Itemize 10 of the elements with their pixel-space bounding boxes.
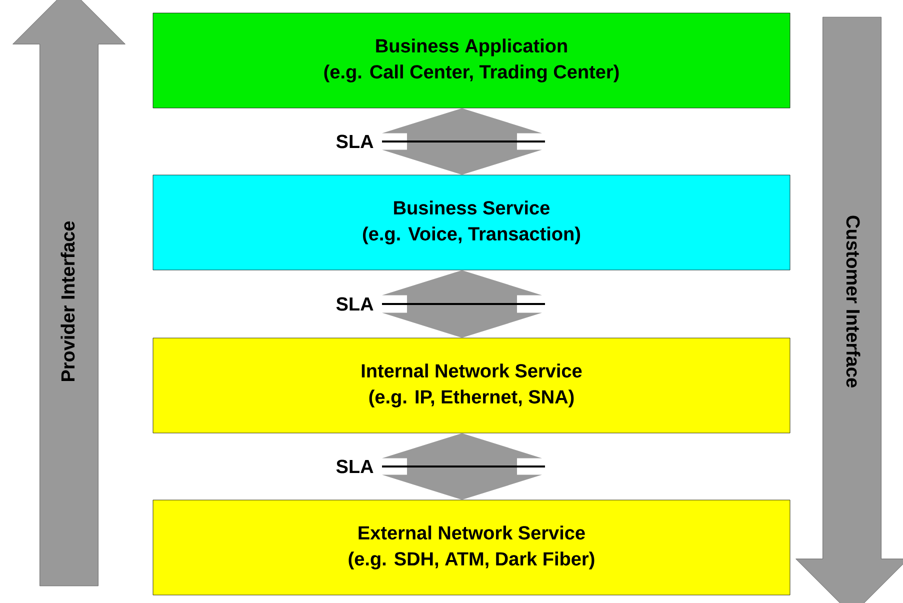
double-arrow — [382, 433, 542, 500]
double-arrow — [382, 270, 542, 338]
layer-box: Business Application (e.g. Call Center, Trading Center) — [152, 12, 790, 108]
edge-label: SLA — [336, 134, 374, 148]
double-arrow — [382, 108, 542, 175]
edge-label: SLA — [336, 460, 374, 474]
edge-label: SLA — [336, 297, 374, 311]
layer-box: External Network Service (e.g. SDH, ATM, Dark Fiber) — [152, 500, 790, 596]
layer-box: Business Service (e.g. Voice, Transaction) — [152, 174, 790, 270]
layer-box: Internal Network Service (e.g. IP, Ethernet, SNA) — [152, 338, 790, 434]
